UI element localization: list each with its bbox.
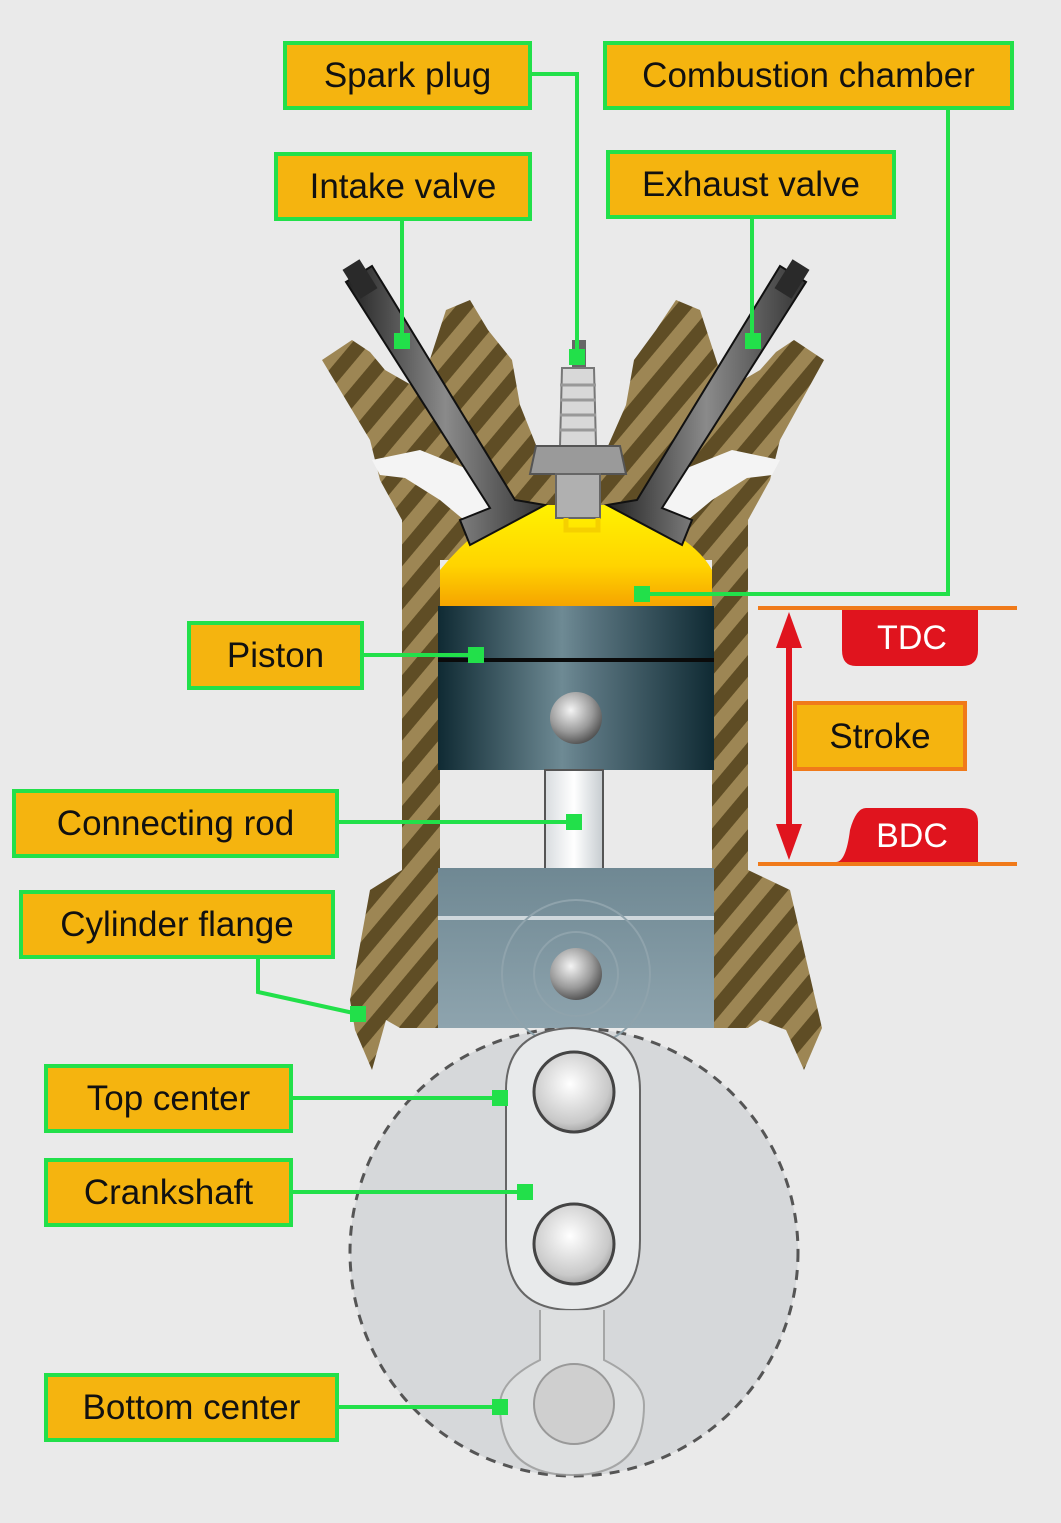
stroke-indicator: [758, 606, 1017, 866]
stroke-label-text: Stroke: [829, 716, 931, 756]
label-intake-valve-text: Intake valve: [309, 167, 497, 206]
label-crankshaft: Crankshaft: [44, 1158, 293, 1227]
label-top-center-text: Top center: [86, 1079, 251, 1118]
label-exhaust-valve-text: Exhaust valve: [642, 165, 860, 204]
label-crankshaft-text: Crankshaft: [83, 1173, 254, 1212]
stroke-label: Stroke: [793, 701, 967, 771]
label-bottom-center: Bottom center: [44, 1373, 339, 1442]
combustion-chamber: [440, 505, 712, 606]
label-spark-plug: Spark plug: [283, 41, 532, 110]
label-cylinder-flange: Cylinder flange: [19, 890, 335, 959]
crank-arm: [498, 1026, 646, 1477]
leader-dots: [350, 333, 761, 1415]
tdc-label: TDC: [877, 618, 947, 657]
label-combustion-chamber-text: Combustion chamber: [642, 56, 975, 95]
label-spark-plug-text: Spark plug: [323, 56, 492, 95]
label-intake-valve: Intake valve: [274, 152, 532, 221]
label-bottom-center-text: Bottom center: [82, 1388, 301, 1427]
piston: [438, 606, 714, 770]
exhaust-port: [652, 450, 780, 525]
leader-lines: [256, 72, 950, 1409]
bdc-label: BDC: [876, 816, 948, 855]
label-piston-text: Piston: [226, 636, 325, 675]
label-connecting-rod-text: Connecting rod: [56, 804, 295, 843]
label-combustion-chamber: Combustion chamber: [603, 41, 1014, 110]
label-top-center: Top center: [44, 1064, 293, 1133]
label-exhaust-valve: Exhaust valve: [606, 150, 896, 219]
label-piston: Piston: [187, 621, 364, 690]
piston-bdc-ghost: [438, 868, 714, 1049]
intake-port: [372, 450, 500, 525]
label-connecting-rod: Connecting rod: [12, 789, 339, 858]
label-cylinder-flange-text: Cylinder flange: [60, 905, 294, 944]
